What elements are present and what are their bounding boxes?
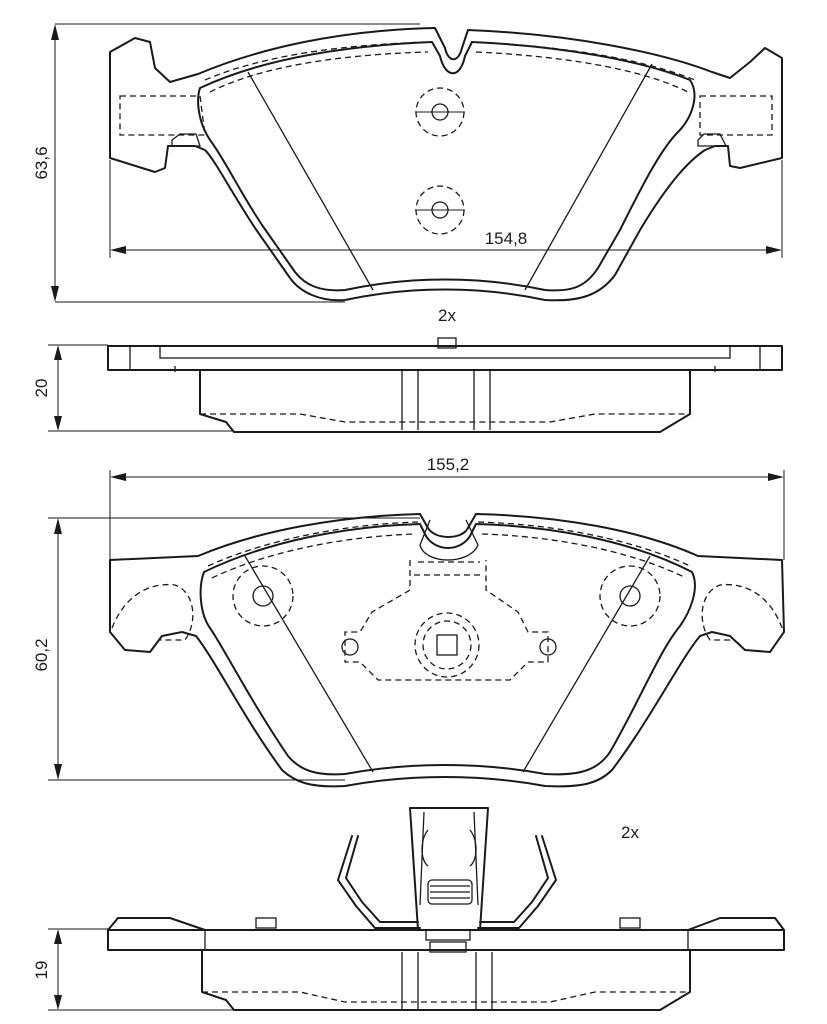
pad2-height-label: 60,2 xyxy=(32,638,51,671)
pad2-width-dimension: 155,2 xyxy=(109,455,785,560)
pad1-thickness-label: 20 xyxy=(32,379,51,398)
pad1-front-view xyxy=(109,27,783,302)
pad1-width-label: 154,8 xyxy=(485,229,528,248)
pad2-width-label: 155,2 xyxy=(427,455,470,474)
pad1-quantity-label: 2x xyxy=(438,306,456,325)
pad1-side-view xyxy=(107,337,783,433)
pad1-width-dimension: 154,8 xyxy=(109,160,783,258)
pad1-thickness-dimension: 20 xyxy=(32,344,234,432)
pad2-height-dimension: 60,2 xyxy=(32,517,420,781)
pad1-height-dimension: 63,6 xyxy=(32,23,420,303)
pad2-thickness-label: 19 xyxy=(32,961,51,980)
pad2-front-view xyxy=(109,513,785,788)
pad2-side-view xyxy=(107,807,785,1011)
pad2-quantity-label: 2x xyxy=(621,823,639,842)
pad1-height-label: 63,6 xyxy=(32,146,51,179)
pad2-thickness-dimension: 19 xyxy=(32,928,234,1011)
